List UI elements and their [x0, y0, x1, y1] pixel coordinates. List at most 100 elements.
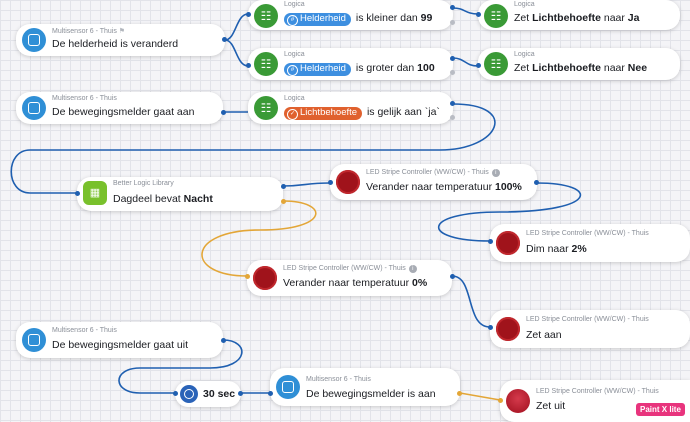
led-circle-icon — [336, 170, 360, 194]
variable-tag: #Helderheid — [284, 13, 351, 26]
output-port-false[interactable] — [281, 199, 286, 204]
trigger-card-brightness-changed[interactable]: Multisensor 6 - Thuis ⚑ De helderheid is… — [16, 24, 225, 56]
variable-tag: ✓Lichtbehoefte — [284, 107, 363, 120]
tree-icon: ☷ — [254, 4, 278, 28]
card-title: ✓Lichtbehoefte is gelijk aan `ja` — [284, 106, 440, 120]
card-device-label: LED Stripe Controller (WW/CW) - Thuis — [536, 388, 659, 395]
delay-label: 30 sec — [203, 388, 236, 400]
led-circle-icon — [506, 389, 530, 413]
hash-icon: # — [287, 15, 298, 26]
card-title: Verander naar temperatuur 100% — [366, 181, 522, 193]
output-port[interactable] — [450, 274, 455, 279]
condition-card-brightness-greater[interactable]: ☷ Logica #Helderheid is groter dan 100 — [248, 48, 453, 80]
variable-tag: #Helderheid — [284, 63, 351, 76]
card-device-label: Logica — [514, 1, 535, 8]
output-port-false[interactable] — [450, 115, 455, 120]
card-title: De bewegingsmelder gaat uit — [52, 339, 188, 351]
paint-x-lite-badge: Paint X lite — [636, 403, 685, 416]
info-icon[interactable]: i — [408, 265, 417, 273]
input-port[interactable] — [246, 12, 251, 17]
condition-card-brightness-less[interactable]: ☷ Logica #Helderheid is kleiner dan 99 — [248, 0, 453, 30]
output-port[interactable] — [281, 184, 286, 189]
led-circle-icon — [496, 231, 520, 255]
tree-icon: ☷ — [484, 52, 508, 76]
condition-card-dagdeel-nacht[interactable]: ▦ Better Logic Library Dagdeel bevat Nac… — [77, 177, 283, 211]
card-device-label: LED Stripe Controller (WW/CW) - Thuis — [526, 230, 649, 237]
trigger-card-motion-off[interactable]: Multisensor 6 - Thuis De bewegingsmelder… — [16, 322, 223, 358]
input-port[interactable] — [476, 63, 481, 68]
calendar-icon: ▦ — [83, 181, 107, 205]
output-port[interactable] — [450, 56, 455, 61]
card-title: De bewegingsmelder gaat aan — [52, 106, 195, 118]
input-port[interactable] — [488, 325, 493, 330]
card-title: Dim naar 2% — [526, 243, 587, 255]
card-device-label: Better Logic Library — [113, 180, 174, 187]
trigger-card-motion-on[interactable]: Multisensor 6 - Thuis De bewegingsmelder… — [16, 92, 223, 124]
output-port[interactable] — [221, 338, 226, 343]
tree-icon: ☷ — [254, 52, 278, 76]
output-port[interactable] — [450, 101, 455, 106]
card-title: De helderheid is veranderd — [52, 38, 179, 50]
hash-icon: # — [287, 65, 298, 76]
card-title: Dagdeel bevat Nacht — [113, 193, 213, 205]
output-port[interactable] — [238, 391, 243, 396]
input-port[interactable] — [246, 63, 251, 68]
output-port[interactable] — [222, 37, 227, 42]
card-device-label: Multisensor 6 - Thuis — [52, 95, 117, 102]
input-port[interactable] — [75, 191, 80, 196]
card-title: Zet aan — [526, 329, 562, 341]
output-port[interactable] — [534, 180, 539, 185]
card-device-label: LED Stripe Controller (WW/CW) - Thuis — [526, 316, 649, 323]
delay-node[interactable]: 30 sec — [175, 381, 241, 407]
input-port[interactable] — [476, 12, 481, 17]
tag-icon: ⚑ — [118, 28, 126, 35]
tablet-icon — [276, 375, 300, 399]
action-card-set-lichtbehoefte-ja[interactable]: ☷ Logica Zet Lichtbehoefte naar Ja — [478, 0, 680, 30]
input-port[interactable] — [328, 180, 333, 185]
input-port[interactable] — [498, 398, 503, 403]
output-port-false[interactable] — [450, 20, 455, 25]
check-icon: ✓ — [287, 109, 298, 120]
clock-icon — [180, 385, 198, 403]
card-device-label: Logica — [284, 95, 305, 102]
tablet-icon — [22, 328, 46, 352]
card-device-label: Logica — [284, 51, 305, 58]
card-title: Verander naar temperatuur 0% — [283, 277, 428, 289]
card-device-label: Logica — [514, 51, 535, 58]
tablet-icon — [22, 96, 46, 120]
output-port[interactable] — [221, 110, 226, 115]
card-device-label: Logica — [284, 1, 305, 8]
input-port[interactable] — [245, 274, 250, 279]
output-port[interactable] — [450, 5, 455, 10]
card-title: Zet Lichtbehoefte naar Nee — [514, 62, 648, 74]
led-circle-icon — [253, 266, 277, 290]
card-title: Zet Lichtbehoefte naar Ja — [514, 12, 640, 24]
card-device-label: Multisensor 6 - Thuis — [52, 327, 117, 334]
output-port-false[interactable] — [450, 70, 455, 75]
tree-icon: ☷ — [484, 4, 508, 28]
action-card-zet-aan[interactable]: LED Stripe Controller (WW/CW) - Thuis Ze… — [490, 310, 690, 348]
action-card-dim-2[interactable]: LED Stripe Controller (WW/CW) - Thuis Di… — [490, 224, 690, 262]
led-circle-icon — [496, 317, 520, 341]
card-title: Zet uit — [536, 400, 566, 412]
input-port[interactable] — [268, 391, 273, 396]
tablet-icon — [22, 28, 46, 52]
card-device-label: Multisensor 6 - Thuis ⚑ — [52, 28, 126, 35]
card-title: #Helderheid is kleiner dan 99 — [284, 12, 432, 26]
input-port[interactable] — [488, 239, 493, 244]
tree-icon: ☷ — [254, 96, 278, 120]
condition-card-motion-is-on[interactable]: Multisensor 6 - Thuis De bewegingsmelder… — [270, 368, 460, 406]
input-port[interactable] — [173, 391, 178, 396]
card-title: De bewegingsmelder is aan — [306, 388, 436, 400]
condition-card-lichtbehoefte-ja[interactable]: ☷ Logica ✓Lichtbehoefte is gelijk aan `j… — [248, 92, 453, 124]
card-title: #Helderheid is groter dan 100 — [284, 62, 435, 76]
info-icon[interactable]: i — [491, 169, 500, 177]
card-device-label: Multisensor 6 - Thuis — [306, 376, 371, 383]
output-port-false[interactable] — [457, 391, 462, 396]
action-card-set-lichtbehoefte-nee[interactable]: ☷ Logica Zet Lichtbehoefte naar Nee — [478, 48, 680, 80]
